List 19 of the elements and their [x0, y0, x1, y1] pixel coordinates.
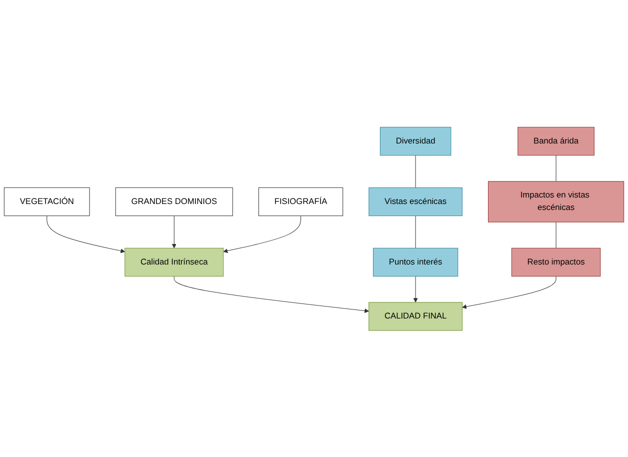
arrow — [413, 276, 418, 302]
node-box: Calidad Intrínseca — [124, 248, 224, 276]
node-box: Impactos en vistas escénicas — [488, 180, 624, 222]
node-box: Banda árida — [518, 126, 594, 156]
arrow — [174, 276, 370, 313]
arrow — [172, 215, 176, 248]
node-box: Resto impactos — [511, 248, 601, 276]
node-box: GRANDES DOMINIOS — [115, 187, 233, 216]
node-box: CALIDAD FINAL — [368, 302, 462, 330]
node-box: Vistas escénicas — [368, 187, 462, 216]
connector — [415, 154, 416, 188]
node-box: FISIOGRAFÍA — [258, 187, 344, 216]
node-box: VEGETACIÓN — [4, 187, 90, 216]
connector — [415, 215, 416, 248]
arrow — [462, 276, 556, 309]
node-box: Puntos interés — [372, 248, 458, 276]
arrow — [46, 215, 126, 253]
node-box: Diversidad — [380, 126, 452, 156]
arrow — [223, 215, 302, 253]
